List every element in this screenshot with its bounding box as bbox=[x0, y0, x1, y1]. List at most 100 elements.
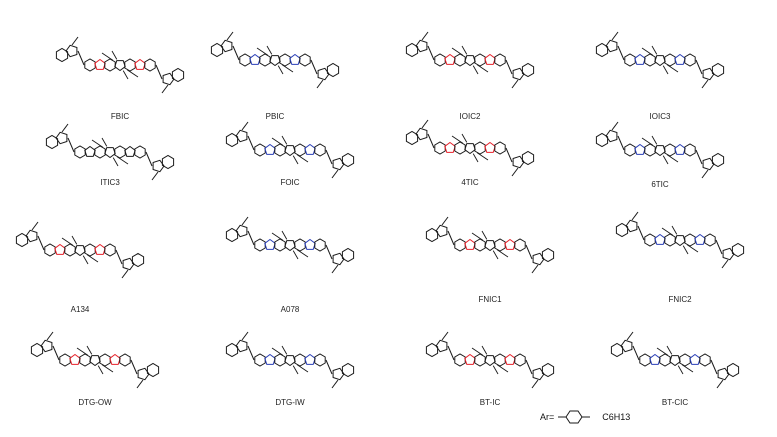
vinyl-bond bbox=[67, 137, 75, 153]
benzo-ring bbox=[341, 152, 355, 168]
ring bbox=[269, 55, 281, 67]
cyano-bond bbox=[151, 171, 159, 181]
benzo-ring bbox=[15, 232, 29, 248]
acceptor-ring bbox=[40, 339, 53, 353]
side-chain bbox=[476, 64, 489, 73]
acceptor-ring bbox=[235, 339, 248, 353]
acceptor-ring bbox=[235, 224, 248, 238]
side-chain bbox=[656, 347, 669, 356]
side-chain bbox=[256, 47, 269, 56]
ring bbox=[74, 245, 86, 257]
side-chain bbox=[677, 365, 684, 375]
benzo-ring bbox=[161, 154, 175, 170]
benzo-ring bbox=[405, 42, 419, 58]
benzo-ring bbox=[225, 227, 239, 243]
vinyl-bond bbox=[695, 59, 703, 75]
side-chain bbox=[116, 156, 129, 165]
molecule-ioic2 bbox=[405, 31, 535, 89]
ring bbox=[54, 243, 66, 255]
side-chain bbox=[496, 364, 509, 373]
ring bbox=[654, 233, 666, 245]
ring bbox=[669, 355, 681, 367]
benzo-ring bbox=[225, 342, 239, 358]
vinyl-bond bbox=[52, 345, 60, 361]
vinyl-bond bbox=[310, 59, 318, 75]
side-chain bbox=[292, 250, 299, 260]
vinyl-bond bbox=[37, 235, 45, 251]
ring bbox=[284, 240, 296, 252]
ring bbox=[254, 238, 266, 252]
ring bbox=[434, 141, 446, 155]
side-chain bbox=[686, 244, 699, 253]
vinyl-bond bbox=[617, 45, 625, 61]
molecule-label: BT-IC bbox=[479, 398, 501, 407]
side-chain bbox=[472, 153, 479, 163]
side-chain bbox=[641, 137, 654, 146]
ring bbox=[484, 141, 496, 153]
side-chain bbox=[481, 230, 488, 240]
ring bbox=[289, 53, 301, 65]
ring bbox=[454, 353, 466, 367]
acceptor-ring bbox=[620, 339, 633, 353]
ring bbox=[634, 143, 646, 155]
side-chain bbox=[666, 154, 679, 163]
molecule-6tic bbox=[595, 121, 725, 179]
ring bbox=[494, 53, 506, 67]
vinyl-bond bbox=[325, 149, 333, 165]
acceptor-ring bbox=[435, 224, 448, 238]
ring bbox=[69, 353, 81, 365]
molecule-itic3 bbox=[45, 123, 175, 181]
acceptor-ring bbox=[162, 72, 175, 86]
acceptor-ring bbox=[435, 339, 448, 353]
ring bbox=[304, 353, 316, 365]
acceptor-ring bbox=[532, 252, 545, 266]
cyano-bond bbox=[511, 167, 519, 177]
vinyl-bond bbox=[505, 147, 513, 163]
acceptor-ring bbox=[332, 252, 345, 266]
ring bbox=[259, 53, 271, 67]
ring bbox=[294, 143, 306, 157]
vinyl-bond bbox=[427, 133, 435, 149]
side-chain bbox=[661, 227, 674, 236]
ring bbox=[514, 238, 526, 252]
ring bbox=[644, 53, 656, 67]
ring bbox=[674, 235, 686, 247]
vinyl-bond bbox=[325, 244, 333, 260]
side-chain bbox=[296, 154, 309, 163]
molecule-label: FNIC2 bbox=[668, 295, 692, 304]
acceptor-ring bbox=[332, 367, 345, 381]
cyano-bond bbox=[531, 264, 539, 274]
ring bbox=[294, 238, 306, 252]
molecule-fnic2 bbox=[615, 211, 745, 269]
ring bbox=[434, 53, 446, 67]
vinyl-bond bbox=[77, 50, 85, 66]
ring bbox=[454, 238, 466, 252]
acceptor-ring bbox=[55, 131, 68, 145]
side-chain bbox=[61, 237, 74, 246]
ring bbox=[84, 58, 96, 72]
acceptor-ring bbox=[137, 367, 150, 381]
benzo-ring bbox=[595, 42, 609, 58]
ring bbox=[274, 353, 286, 367]
molecule-a134 bbox=[15, 221, 145, 279]
vinyl-bond bbox=[155, 64, 163, 80]
cyano-bond bbox=[31, 221, 39, 231]
ring bbox=[624, 143, 636, 157]
side-chain bbox=[451, 47, 464, 56]
molecule-fbic bbox=[55, 36, 185, 94]
cyano-bond bbox=[71, 36, 79, 46]
ring bbox=[664, 233, 676, 247]
benzo-ring bbox=[711, 62, 725, 78]
acceptor-ring bbox=[512, 67, 525, 81]
acceptor-ring bbox=[152, 159, 165, 173]
cyano-bond bbox=[631, 211, 639, 221]
ring bbox=[444, 141, 456, 153]
cyano-bond bbox=[241, 121, 249, 131]
ring bbox=[624, 53, 636, 67]
ring bbox=[94, 243, 106, 255]
benzo-ring bbox=[171, 67, 185, 83]
vinyl-bond bbox=[427, 45, 435, 61]
cyano-bond bbox=[716, 379, 724, 389]
ring bbox=[254, 143, 266, 157]
